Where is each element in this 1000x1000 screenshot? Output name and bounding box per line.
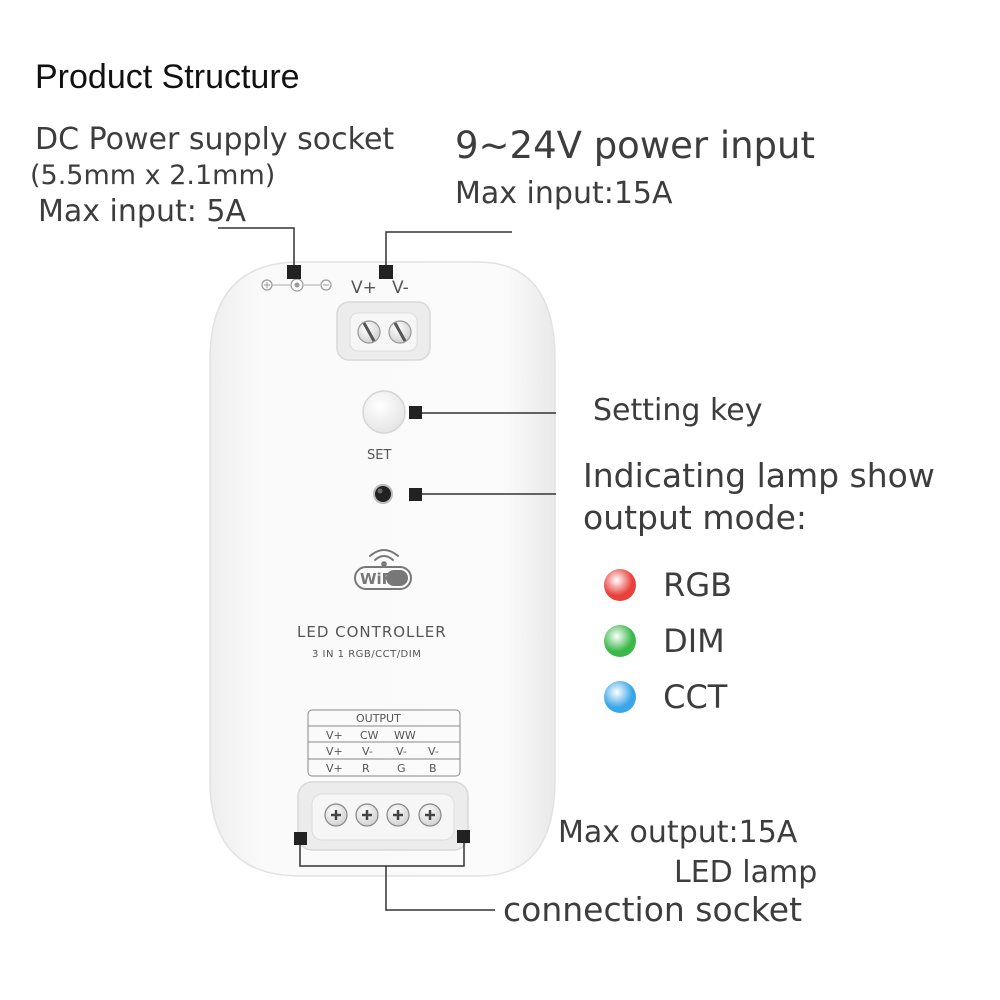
mode-rgb-label: RGB xyxy=(663,566,733,604)
screw-icon xyxy=(386,803,410,827)
mode-rgb: RGB xyxy=(604,566,732,604)
rgb-indicator-icon xyxy=(604,569,636,601)
indicator-lamp xyxy=(373,484,393,504)
indicator-label-line2: output mode: xyxy=(583,498,808,537)
terminal-v-minus-label: V- xyxy=(392,278,409,298)
screw-icon xyxy=(355,803,379,827)
wifi-icon xyxy=(369,549,399,567)
device-body xyxy=(209,261,556,877)
mode-cct-label: CCT xyxy=(663,678,728,716)
mode-dim-label: DIM xyxy=(663,622,725,660)
screw-icon xyxy=(418,803,442,827)
svg-text:V+: V+ xyxy=(326,729,343,742)
model-subtitle: 3 IN 1 RGB/CCT/DIM xyxy=(312,649,421,660)
callout-lines xyxy=(218,227,556,911)
cct-indicator-icon xyxy=(604,681,636,713)
svg-text:R: R xyxy=(362,762,370,775)
set-button xyxy=(362,390,406,434)
model-name: LED CONTROLLER xyxy=(297,623,447,641)
screw-icon xyxy=(388,320,412,344)
set-label: SET xyxy=(367,448,391,463)
output-table-header: OUTPUT xyxy=(356,712,401,725)
dc-socket-max-input: Max input: 5A xyxy=(38,194,246,229)
svg-text:WW: WW xyxy=(394,729,416,742)
dc-socket-label: DC Power supply socket xyxy=(35,122,395,157)
wifi-badge xyxy=(354,566,412,590)
output-table: OUTPUT V+ CW WW V+ V- V- V- V+ R G B xyxy=(307,709,461,777)
svg-text:V-: V- xyxy=(362,745,373,758)
dim-indicator-icon xyxy=(604,625,636,657)
max-output-label: Max output:15A xyxy=(558,815,798,850)
power-input-max: Max input:15A xyxy=(455,176,673,211)
svg-text:G: G xyxy=(397,762,406,775)
mode-dim: DIM xyxy=(604,622,725,660)
indicator-label-line1: Indicating lamp show xyxy=(583,456,935,495)
mode-cct: CCT xyxy=(604,678,727,716)
callout-markers xyxy=(287,265,470,845)
svg-text:CW: CW xyxy=(360,729,379,742)
setting-key-label: Setting key xyxy=(593,393,763,428)
screw-icon xyxy=(324,803,348,827)
terminal-v-plus-label: V+ xyxy=(351,278,377,298)
svg-text:V-: V- xyxy=(428,745,439,758)
screw-icon xyxy=(357,320,381,344)
power-input-label: 9~24V power input xyxy=(455,124,815,167)
svg-text:V+: V+ xyxy=(326,745,343,758)
dc-socket-size: (5.5mm x 2.1mm) xyxy=(30,160,276,191)
svg-text:B: B xyxy=(429,762,437,775)
connection-socket-label: connection socket xyxy=(503,890,803,929)
svg-text:V-: V- xyxy=(396,745,407,758)
led-lamp-label: LED lamp xyxy=(674,855,818,890)
wifi-text: WiFi xyxy=(360,570,397,588)
page-title: Product Structure xyxy=(35,58,300,96)
svg-text:V+: V+ xyxy=(326,762,343,775)
